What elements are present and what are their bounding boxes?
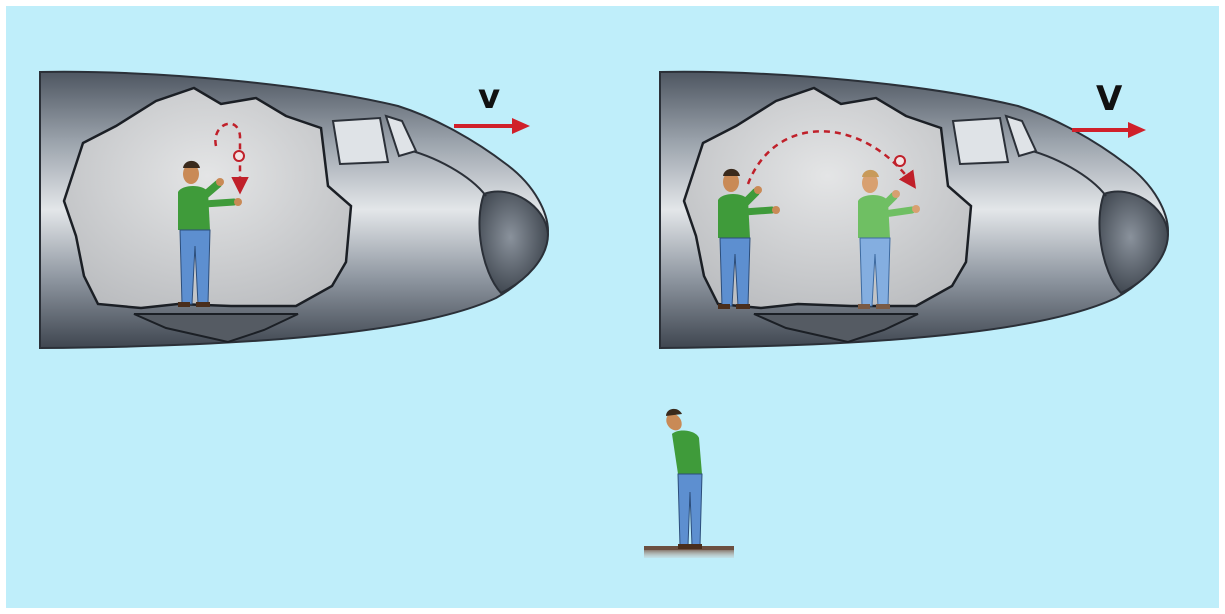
velocity-label-left: v [478, 80, 500, 114]
diagram-scene: v V [6, 6, 1219, 608]
ball-right [895, 156, 905, 166]
diagram-canvas [6, 6, 1219, 608]
ground-observer [644, 409, 734, 558]
cockpit-window-right [953, 118, 1008, 164]
velocity-arrow-left [454, 118, 530, 134]
ball-left [234, 151, 244, 161]
velocity-label-right: V [1096, 82, 1122, 116]
cockpit-window-left [333, 118, 388, 164]
